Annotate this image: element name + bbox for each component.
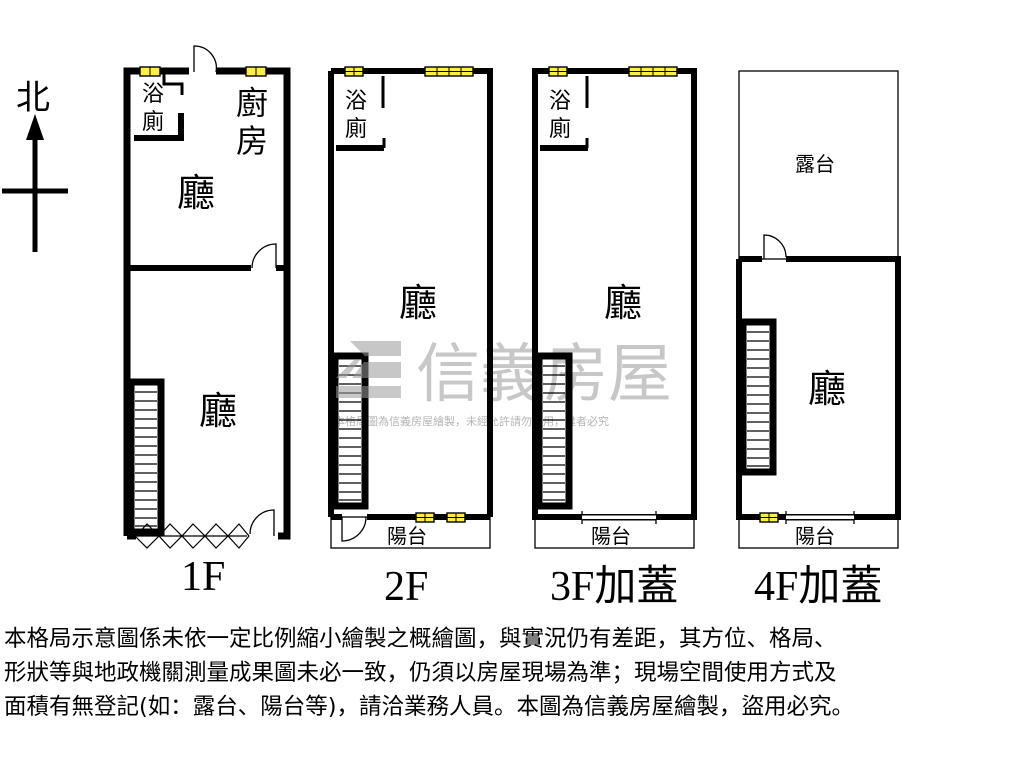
room-label-3f-hall: 廳 xyxy=(604,281,642,325)
floor-label-4f: 4F加蓋 xyxy=(754,564,882,610)
floor-label-1f: 1F xyxy=(181,554,225,600)
compass-north-label: 北 xyxy=(16,78,50,118)
disclaimer-line: 形狀等與地政機關測量成果圖未必一致，仍須以房屋現場為準；現場空間使用方式及 xyxy=(4,660,837,686)
disclaimer-line: 本格局示意圖係未依一定比例縮小繪製之概繪圖，與實況仍有差距，其方位、格局、 xyxy=(4,626,837,652)
room-label-2f-hall: 廳 xyxy=(399,281,437,325)
floor-label-2f: 2F xyxy=(384,564,428,610)
room-label-2f-bath-1: 浴 xyxy=(345,89,367,114)
floor-label-3f: 3F加蓋 xyxy=(550,564,678,610)
room-label-3f-bath-2: 廁 xyxy=(549,117,571,142)
floor-1f-plan xyxy=(123,45,291,549)
room-label-3f-balcony: 陽台 xyxy=(591,524,631,548)
floor-3f-plan xyxy=(532,66,697,549)
floor-plan-diagram: 北 浴 廁 廚 房 廳 廳 1F xyxy=(2,45,901,610)
room-label-1f-kitchen-2: 房 xyxy=(236,122,268,160)
floor-4f-plan xyxy=(736,70,901,549)
room-label-2f-balcony: 陽台 xyxy=(387,524,427,548)
room-label-1f-bath-1: 浴 xyxy=(142,82,164,107)
room-label-2f-bath-2: 廁 xyxy=(345,117,367,142)
disclaimer-line: 面積有無登記(如：露台、陽台等)，請洽業務人員。本圖為信義房屋繪製，盜用必究。 xyxy=(4,694,855,720)
watermark-logo-icon xyxy=(336,341,401,398)
room-label-1f-kitchen-1: 廚 xyxy=(236,84,268,122)
room-label-3f-bath-1: 浴 xyxy=(549,89,571,114)
room-label-4f-hall: 廳 xyxy=(808,367,846,411)
room-label-4f-balcony: 陽台 xyxy=(795,524,835,548)
room-label-1f-bath-2: 廁 xyxy=(142,110,164,135)
watermark-notice: 本格局圖為信義房屋繪製，未經允許請勿盜用，違者必究 xyxy=(334,414,609,428)
room-label-1f-hall-lower: 廳 xyxy=(199,389,237,433)
floor-2f-plan xyxy=(328,66,493,549)
north-arrow-icon xyxy=(2,114,68,252)
room-label-1f-hall-upper: 廳 xyxy=(177,171,215,215)
disclaimer-text: 本格局示意圖係未依一定比例縮小繪製之概繪圖，與實況仍有差距，其方位、格局、 形狀… xyxy=(4,622,1020,724)
watermark-brand: 信義房屋 xyxy=(416,338,672,412)
room-label-4f-terrace: 露台 xyxy=(795,152,835,176)
